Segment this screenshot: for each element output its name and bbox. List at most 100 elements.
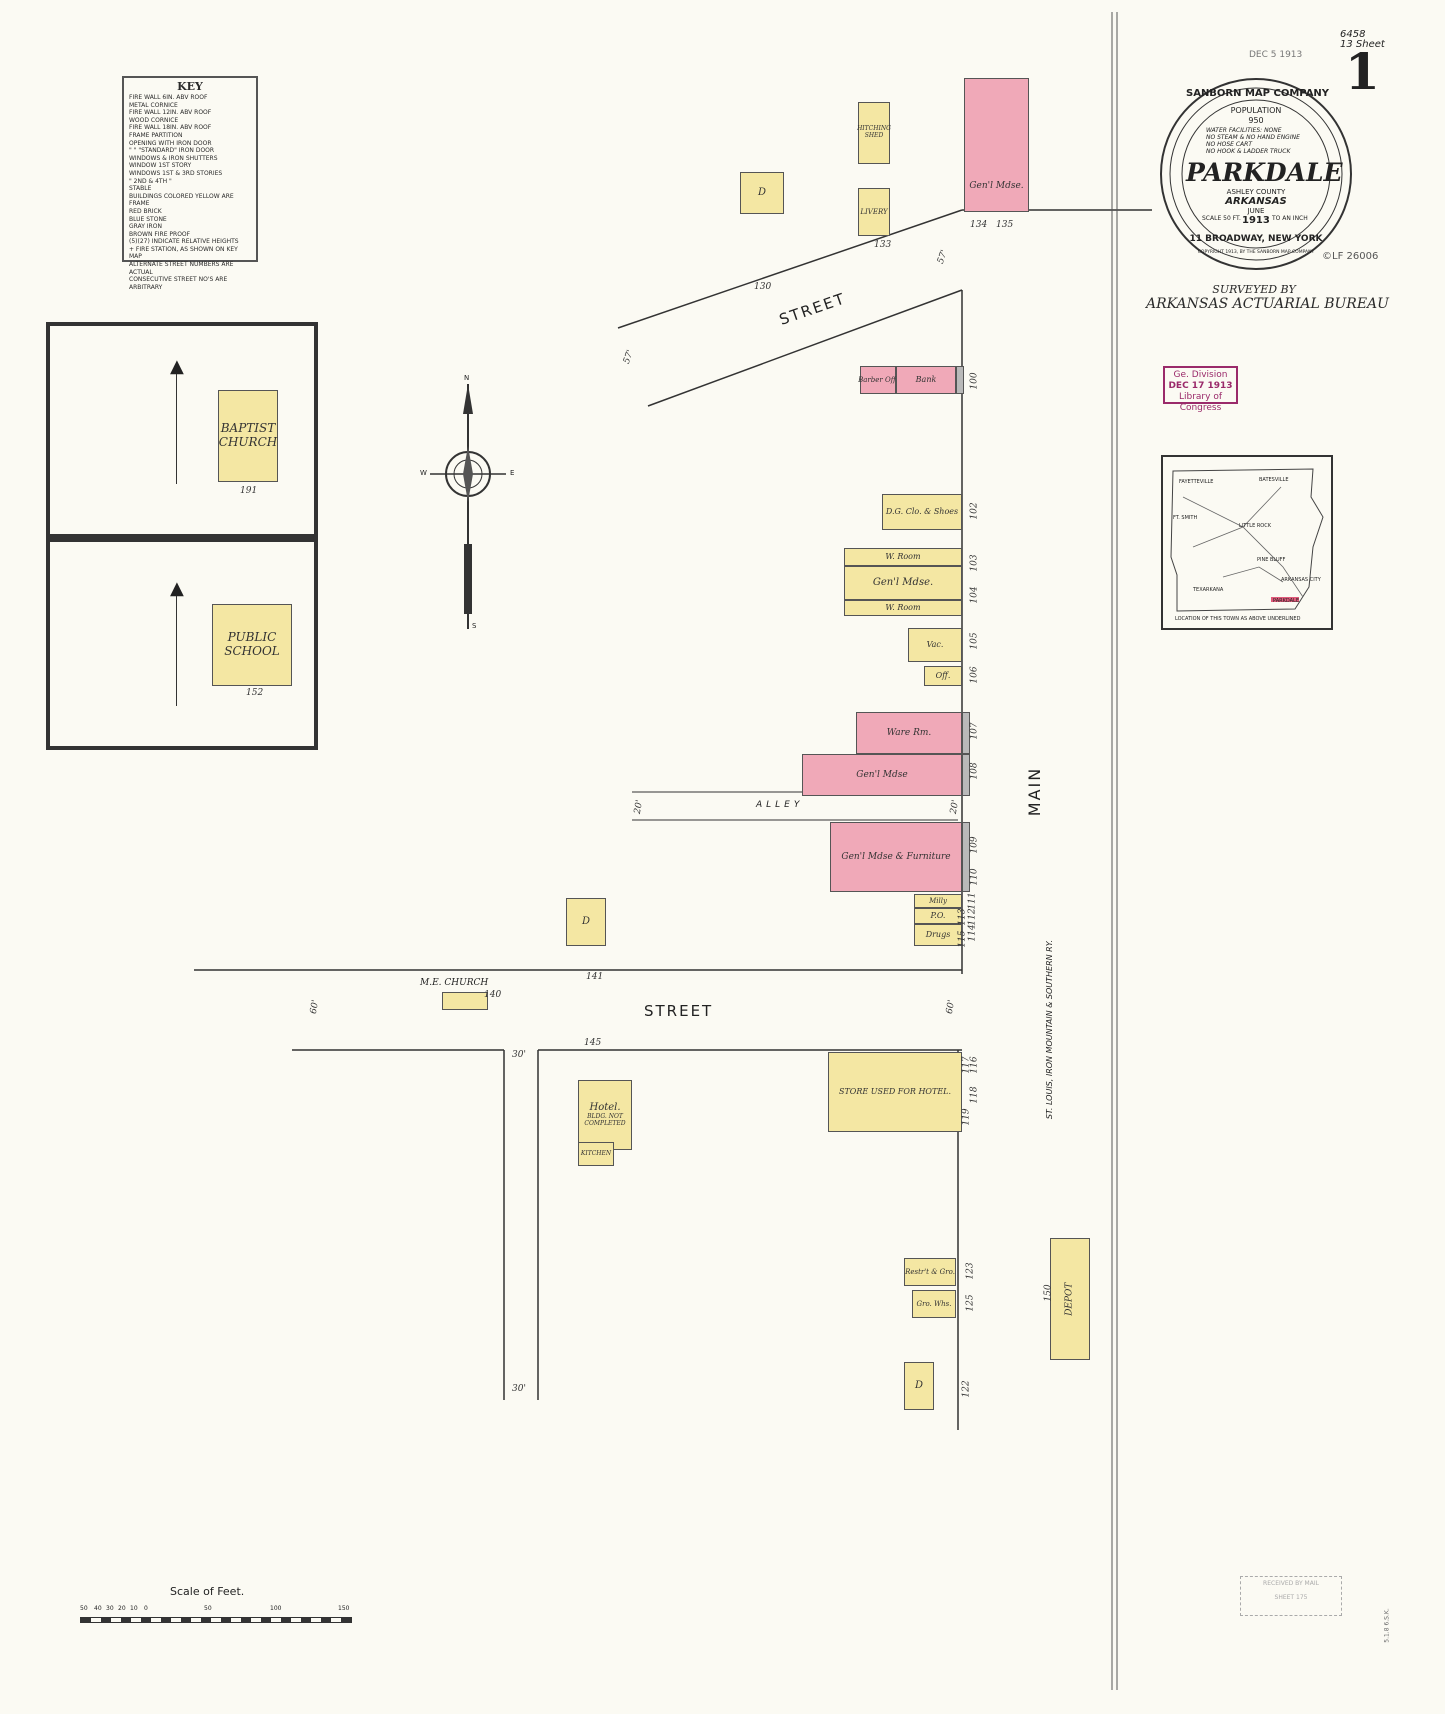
addr-152: 152 (246, 688, 264, 698)
bld-iron-1 (962, 712, 970, 754)
compass-rose-icon (430, 384, 506, 629)
addr-107: 107 (969, 722, 980, 740)
seal-company: SANBORN MAP COMPANY (1186, 88, 1330, 99)
key-row: CONSECUTIVE STREET NO'S ARE ARBITRARY (129, 276, 228, 291)
loc-caption: LOCATION OF THIS TOWN AS ABOVE UNDERLINE… (1175, 616, 1301, 622)
addr-115: 115 (957, 930, 968, 948)
bld-store-used-for-hotel: STORE USED FOR HOTEL. (828, 1052, 962, 1132)
addr-134: 134 (970, 220, 988, 230)
bld-genl-mdse-2: Gen'l Mdse. (844, 566, 962, 600)
addr-105: 105 (969, 632, 980, 650)
addr-106: 106 (969, 666, 980, 684)
bld-dwelling-2: D (566, 898, 606, 946)
sheet-number: 1 (1345, 42, 1380, 101)
seal-scale-right: TO AN INCH (1272, 215, 1308, 222)
addr-145: 145 (584, 1038, 602, 1048)
bld-w-room-2: W. Room (844, 600, 962, 616)
key-row: GRAY IRON (129, 223, 162, 231)
scale-tick: 30 (106, 1605, 114, 1612)
loc-littlerock: LITTLE ROCK (1239, 523, 1271, 529)
sanborn-seal: SANBORN MAP COMPANY POPULATION 950 WATER… (1158, 76, 1354, 272)
key-row: WOOD CORNICE (129, 116, 179, 124)
addr-125: 125 (965, 1294, 976, 1312)
addr-114: 114 (967, 924, 978, 942)
north-arrow-icon: ▲ (170, 578, 184, 599)
state-outline-icon (1170, 468, 1324, 612)
addr-117: 117 (961, 1056, 972, 1074)
addr-103: 103 (969, 554, 980, 572)
key-row: + FIRE STATION, AS SHOWN ON KEY MAP (129, 245, 238, 261)
key-row: BUILDINGS COLORED YELLOW ARE FRAME (129, 192, 234, 208)
key-row: STABLE (129, 185, 152, 193)
loc-fayetteville: FAYETTEVILLE (1179, 479, 1214, 485)
scale-tick: 50 (204, 1605, 212, 1612)
loc-texarkana: TEXARKANA (1193, 587, 1224, 593)
library-stamp: Ge. Division DEC 17 1913 Library of Cong… (1163, 366, 1238, 413)
bld-iron-2 (962, 754, 970, 796)
scale-tick: 20 (118, 1605, 126, 1612)
loc-ftsmith: FT. SMITH (1173, 515, 1198, 521)
key-row: WINDOWS 1ST & 3RD STORIES (129, 169, 223, 177)
bld-restrt-gro: Restr't & Gro. (904, 1258, 956, 1286)
label-me-church: M.E. CHURCH (420, 978, 489, 988)
bld-genl-mdse-3: Gen'l Mdse (802, 754, 962, 796)
bld-dwelling-1: D (740, 172, 784, 214)
bld-me-church (442, 992, 488, 1010)
seal-month: JUNE (1247, 207, 1265, 215)
addr-108: 108 (969, 762, 980, 780)
loc-arkansascity: ARKANSAS CITY (1281, 577, 1321, 583)
key-row: METAL CORNICE (129, 101, 178, 109)
addr-123: 123 (965, 1262, 976, 1280)
surveyed-by: SURVEYED BY ARKANSAS ACTUARIAL BUREAU (1146, 283, 1389, 312)
key-row: BROWN FIRE PROOF (129, 230, 191, 238)
addr-135: 135 (996, 220, 1014, 230)
key-row: FRAME PARTITION (129, 131, 183, 139)
key-row: OPENING WITH IRON DOOR (129, 139, 212, 147)
bld-vac: Vac. (908, 628, 962, 662)
seal-population: 950 (1248, 116, 1264, 125)
compass-rose: N W E S (418, 374, 518, 634)
compass-n: N (464, 374, 470, 382)
bld-gro-whs: Gro. Whs. (912, 1290, 956, 1318)
addr-118: 118 (969, 1086, 980, 1104)
bottom-note: 5.1.8 6.S.K. (1383, 1608, 1391, 1643)
key-row: FIRE WALL 12IN. ABV ROOF (129, 109, 212, 117)
addr-122: 122 (961, 1380, 972, 1398)
seal-town: PARKDALE (1186, 158, 1343, 187)
key-row: ALTERNATE STREET NUMBERS ARE ACTUAL (129, 261, 234, 276)
bld-genl-mdse-top: Gen'l Mdse. (964, 78, 1029, 212)
addr-109: 109 (969, 836, 980, 854)
width-30-a: 30' (512, 1050, 526, 1060)
addr-119: 119 (961, 1108, 972, 1126)
seal-ring-icon (1160, 78, 1352, 270)
bld-bank: Bank (896, 366, 956, 394)
addr-130: 130 (754, 282, 772, 292)
seal-copyright: COPYRIGHT 1913, BY THE SANBORN MAP COMPA… (1197, 250, 1315, 255)
key-row: FIRE WALL 6IN. ABV ROOF (129, 94, 208, 101)
map-key: KEY FIRE WALL 6IN. ABV ROOF METAL CORNIC… (122, 76, 258, 291)
bld-dg-clo-shoes: D.G. Clo. & Shoes (882, 494, 962, 530)
street-name-lower: STREET (644, 1002, 714, 1020)
addr-133: 133 (874, 240, 892, 250)
scale-tick: 0 (144, 1605, 148, 1612)
bld-dwelling-3: D (904, 1362, 934, 1410)
scale-tick: 50 (80, 1605, 88, 1612)
bld-ware-rm: Ware Rm. (856, 712, 962, 754)
compass-w: W (420, 469, 427, 477)
bld-drugs: Drugs (914, 924, 962, 946)
seal-address: 11 BROADWAY, NEW YORK (1189, 234, 1323, 244)
addr-100: 100 (969, 372, 980, 390)
copyright-registration: ©LF 26006 (1322, 251, 1379, 262)
seal-county: ASHLEY COUNTY (1226, 188, 1286, 196)
key-row: WINDOWS & IRON SHUTTERS (129, 154, 218, 162)
north-arrow-icon: ▲ (170, 356, 184, 377)
bld-depot: DEPOT (1050, 1238, 1090, 1360)
key-row: FIRE WALL 18IN. ABV ROOF (129, 124, 212, 132)
alley-label: ALLEY (756, 800, 804, 810)
